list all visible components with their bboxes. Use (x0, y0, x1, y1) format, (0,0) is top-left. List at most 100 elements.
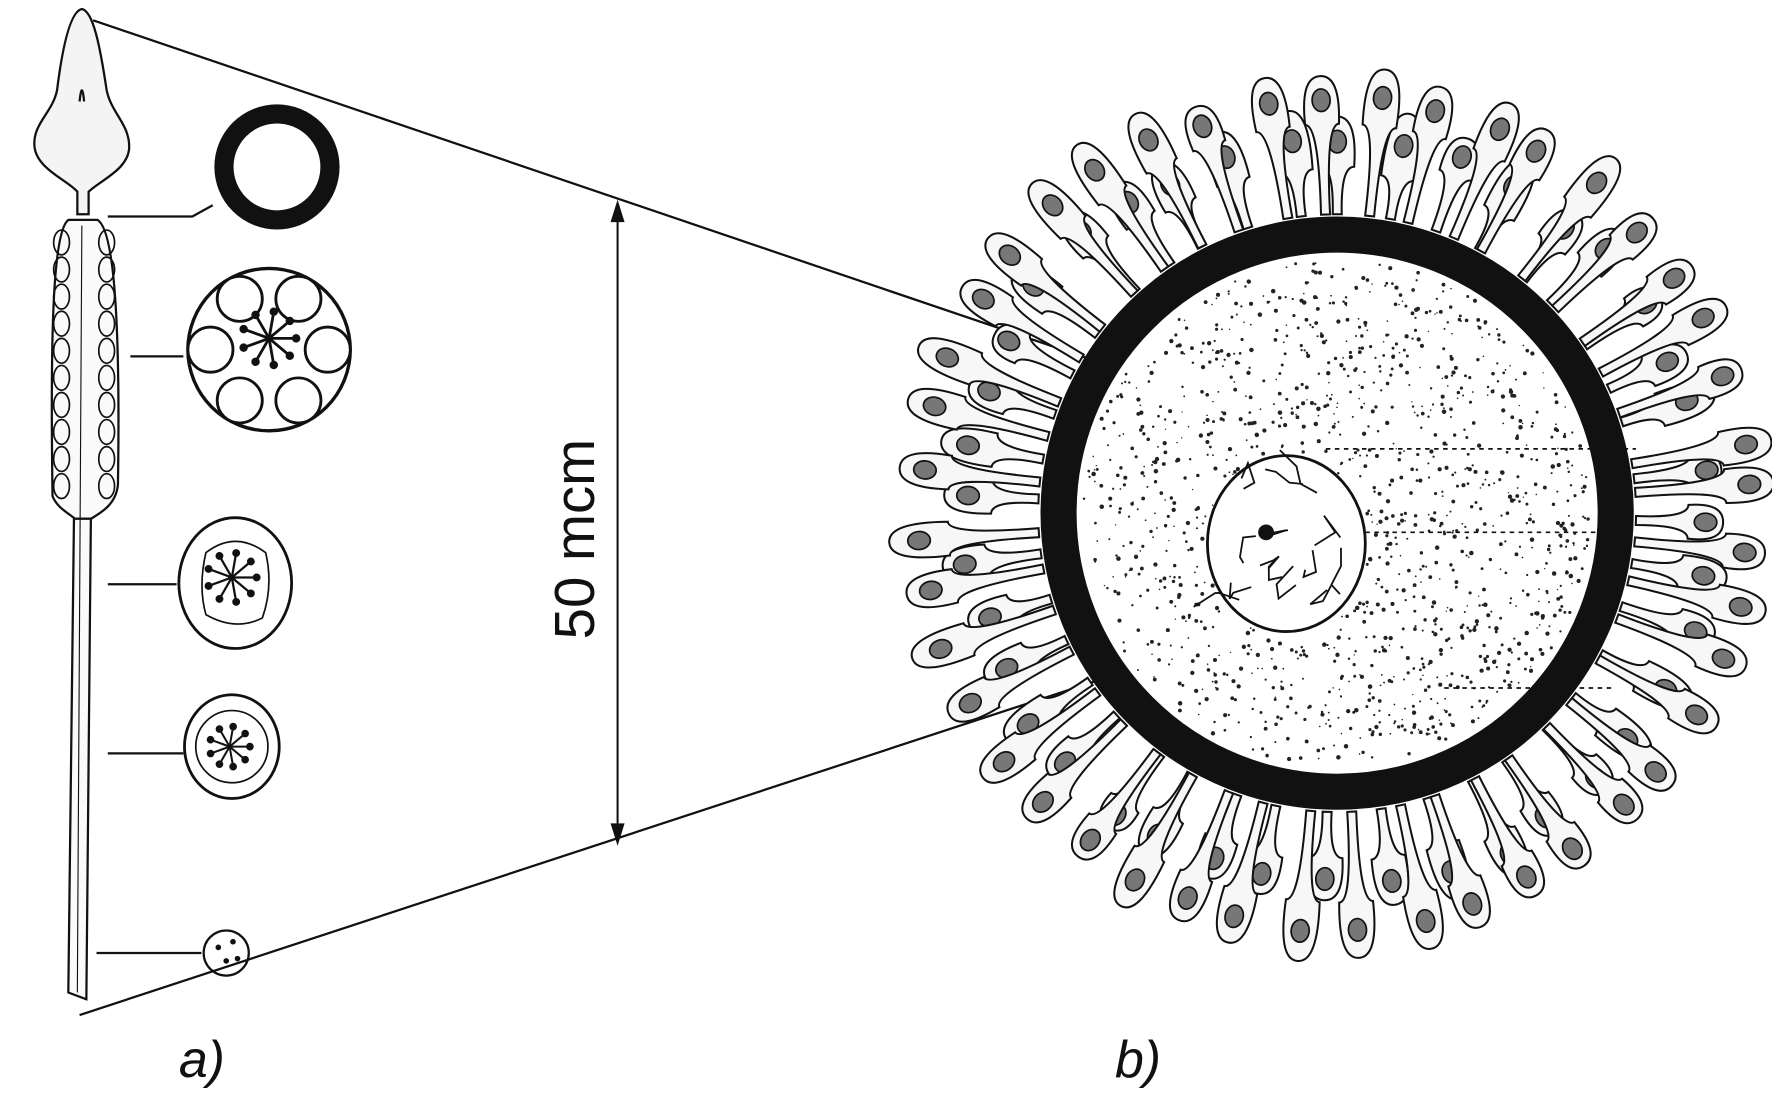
yolk-granule (1229, 375, 1233, 379)
yolk-granule (1449, 415, 1452, 418)
yolk-granule (1419, 551, 1424, 555)
mitochondrion (52, 418, 71, 446)
yolk-granule (1564, 545, 1568, 548)
follicle-cell-nucleus (1372, 85, 1393, 111)
yolk-granule (1478, 604, 1481, 607)
yolk-granule (1419, 678, 1422, 681)
yolk-granule (1563, 610, 1567, 614)
yolk-granule (1365, 511, 1370, 516)
yolk-granule (1421, 595, 1426, 600)
yolk-granule (1313, 421, 1319, 427)
yolk-granule (1157, 642, 1161, 646)
yolk-granule (1505, 450, 1509, 454)
yolk-granule (1399, 554, 1402, 557)
yolk-granule (1580, 474, 1583, 477)
yolk-granule (1433, 433, 1438, 437)
follicle-cell-nucleus (1489, 117, 1511, 142)
yolk-granule (1300, 645, 1303, 649)
yolk-granule (1373, 649, 1377, 653)
yolk-granule (1432, 455, 1435, 458)
yolk-granule (1478, 595, 1480, 597)
yolk-granule (1093, 557, 1097, 562)
yolk-granule (1286, 705, 1290, 709)
yolk-granule (1451, 473, 1455, 477)
yolk-granule (1264, 720, 1267, 724)
yolk-granule (1348, 637, 1351, 640)
yolk-granule (1394, 285, 1399, 290)
yolk-granule (1564, 447, 1568, 451)
section-midpiece (186, 266, 352, 433)
yolk-granule (1524, 491, 1528, 495)
yolk-granule (1277, 391, 1282, 396)
follicle-cell-nucleus (1415, 909, 1436, 934)
yolk-granule (1317, 372, 1321, 376)
yolk-granule (1273, 665, 1278, 670)
yolk-granule (1174, 605, 1177, 608)
yolk-granule (1378, 519, 1383, 524)
yolk-granule (1231, 679, 1236, 684)
yolk-granule (1578, 444, 1582, 448)
microtubule-doublet (229, 762, 237, 771)
yolk-granule (1535, 410, 1539, 414)
yolk-granule (1388, 644, 1391, 647)
yolk-granule (1542, 485, 1547, 490)
yolk-granule (1299, 298, 1304, 303)
yolk-granule (1311, 269, 1315, 273)
yolk-granule (1419, 343, 1424, 348)
yolk-granule (1190, 670, 1195, 676)
yolk-granule (1448, 683, 1453, 688)
follicle-cell-nucleus (1041, 194, 1064, 217)
follicle-cell-nucleus (1347, 917, 1368, 942)
yolk-granule (1412, 725, 1416, 729)
yolk-granule (1456, 390, 1461, 395)
yolk-granule (1436, 702, 1439, 705)
follicle-cell-nucleus (958, 692, 982, 714)
yolk-granule (1316, 439, 1321, 444)
yolk-granule (1427, 513, 1430, 516)
yolk-granule (1227, 290, 1230, 293)
yolk-granule (1361, 602, 1366, 606)
yolk-granule (1307, 706, 1310, 709)
yolk-granule (1245, 630, 1251, 636)
yolk-granule (1519, 453, 1524, 458)
yolk-granule (1483, 602, 1488, 608)
yolk-granule (1131, 604, 1134, 607)
follicle-cell-nucleus (928, 638, 953, 660)
yolk-granule (1177, 701, 1183, 706)
follicle-cell-nucleus (1258, 91, 1279, 116)
yolk-granule (1434, 623, 1437, 626)
chromatin-strand (1302, 549, 1318, 579)
yolk-granule (1496, 650, 1502, 656)
yolk-granule (1277, 424, 1282, 428)
yolk-granule (1172, 501, 1177, 505)
yolk-granule (1367, 509, 1371, 513)
yolk-granule (1133, 554, 1139, 559)
yolk-granule (1441, 377, 1444, 380)
yolk-granule (1199, 350, 1203, 354)
yolk-granule (1416, 414, 1419, 417)
yolk-granule (1200, 536, 1205, 541)
yolk-granule (1366, 329, 1369, 332)
yolk-granule (1526, 573, 1529, 577)
mitochondrion-profile (274, 376, 323, 425)
axoneme-spoke (230, 577, 238, 603)
yolk-granule (1146, 642, 1150, 646)
yolk-granule (1573, 494, 1577, 498)
yolk-granule (1305, 654, 1309, 658)
yolk-granule (1213, 339, 1216, 343)
yolk-granule (1300, 348, 1303, 352)
yolk-granule (1354, 649, 1357, 653)
yolk-granule (1230, 696, 1235, 701)
yolk-granule (1554, 400, 1559, 405)
mitochondrion (52, 283, 71, 310)
yolk-granule (1244, 395, 1247, 397)
yolk-granule (1102, 426, 1106, 431)
yolk-granule (1228, 471, 1231, 474)
yolk-granule (1374, 724, 1379, 730)
yolk-granule (1459, 386, 1464, 390)
yolk-granule (1177, 343, 1182, 348)
yolk-granule (1378, 556, 1381, 559)
yolk-granule (1340, 461, 1344, 465)
follicle-cell-nucleus (1732, 542, 1757, 563)
yolk-granule (1185, 620, 1187, 623)
